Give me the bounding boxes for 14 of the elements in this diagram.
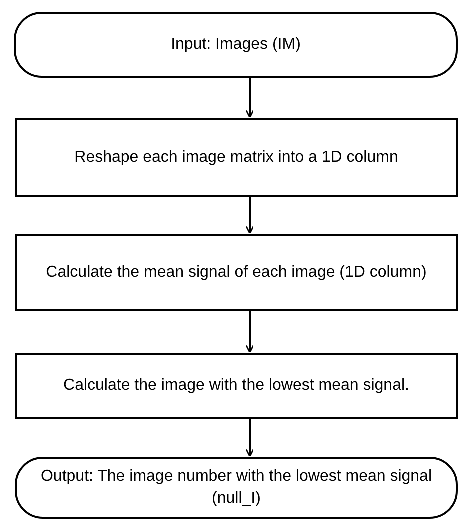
arrow bbox=[246, 419, 254, 458]
arrow bbox=[246, 197, 254, 234]
process-box bbox=[15, 353, 458, 419]
step-text: Calculate the mean signal of each image (1D column) bbox=[46, 262, 427, 283]
step-text: Reshape each image matrix into a 1D column bbox=[74, 148, 398, 168]
arrow bbox=[246, 78, 254, 118]
terminal-shape bbox=[14, 12, 458, 78]
step-text: Input: Images (IM) bbox=[171, 35, 301, 56]
step-text: Output: The image number with the lowest mean signal (null_I) bbox=[40, 467, 434, 509]
process-box bbox=[15, 234, 458, 311]
terminal-shape bbox=[15, 457, 458, 519]
step-text: Calculate the image with the lowest mean signal. bbox=[64, 376, 410, 396]
arrow bbox=[246, 311, 254, 354]
process-box bbox=[15, 118, 458, 197]
